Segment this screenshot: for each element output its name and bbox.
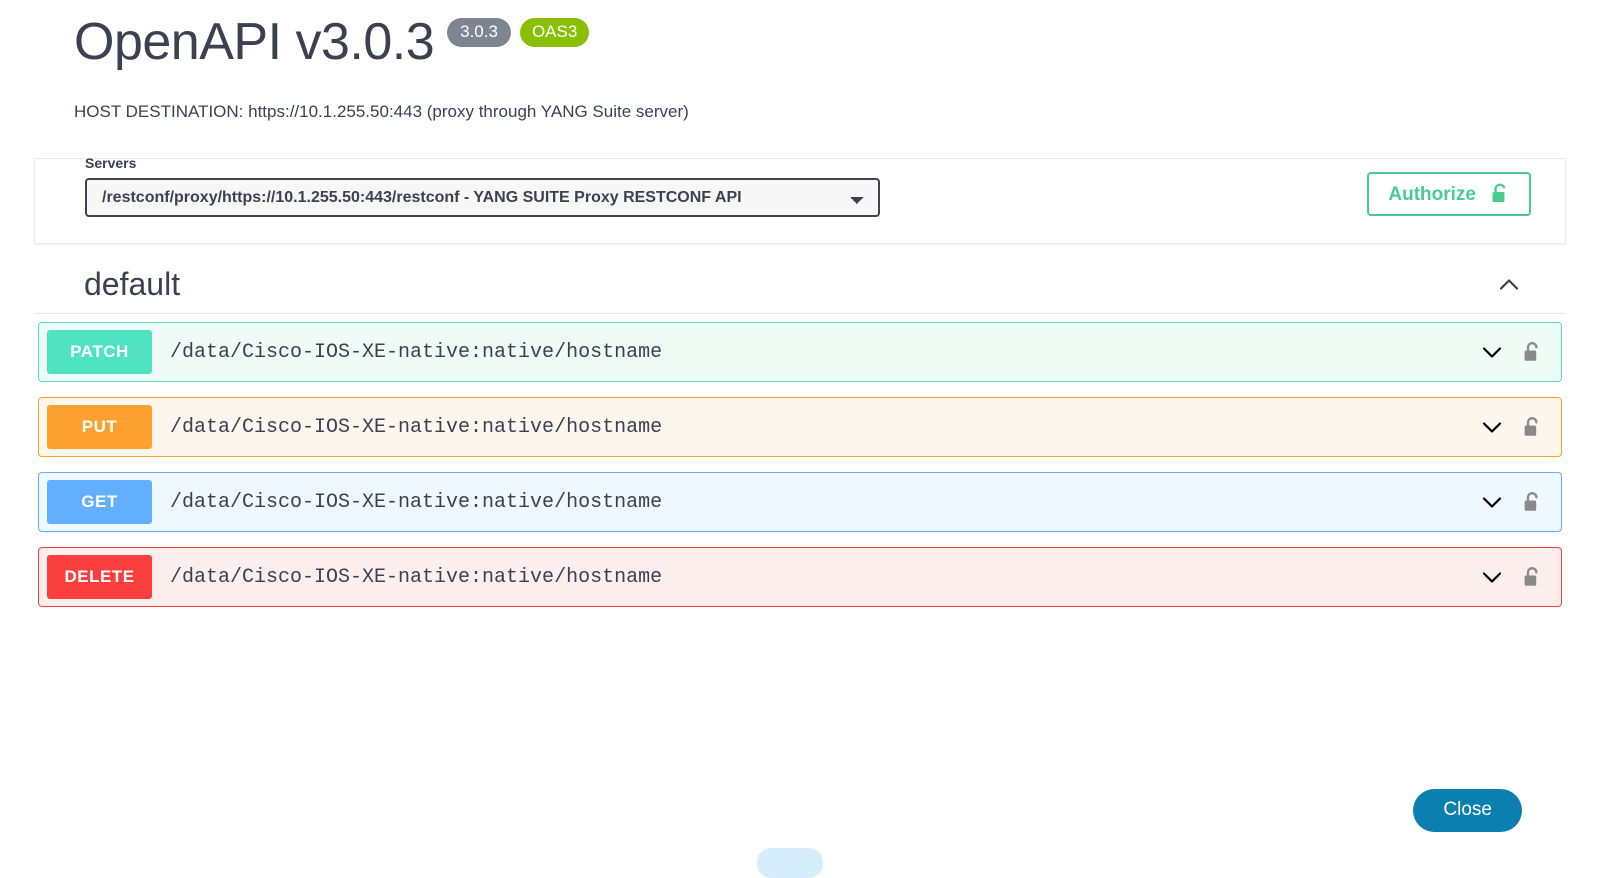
- operations-list: PATCH /data/Cisco-IOS-XE-native:native/h…: [0, 314, 1600, 608]
- operation-row-get[interactable]: GET /data/Cisco-IOS-XE-native:native/hos…: [38, 472, 1562, 533]
- tag-name: default: [84, 266, 181, 303]
- operation-path: /data/Cisco-IOS-XE-native:native/hostnam…: [170, 415, 663, 439]
- chevron-down-icon[interactable]: [1479, 414, 1505, 440]
- operation-controls: [1479, 414, 1551, 440]
- method-badge-get: GET: [47, 480, 152, 525]
- chevron-down-icon[interactable]: [1479, 564, 1505, 590]
- operation-row-delete[interactable]: DELETE /data/Cisco-IOS-XE-native:native/…: [38, 547, 1562, 608]
- unlock-icon: [1490, 183, 1510, 205]
- host-destination-text: HOST DESTINATION: https://10.1.255.50:44…: [74, 102, 689, 122]
- authorize-button[interactable]: Authorize: [1367, 172, 1531, 217]
- title-row: OpenAPI v3.0.3 3.0.3 OAS3: [74, 13, 1600, 71]
- operation-controls: [1479, 339, 1551, 365]
- chevron-down-icon[interactable]: [1479, 339, 1505, 365]
- tag-section-default: default: [34, 244, 1566, 315]
- method-badge-patch: PATCH: [47, 330, 152, 375]
- operation-controls: [1479, 564, 1551, 590]
- unlock-icon[interactable]: [1521, 489, 1543, 515]
- scheme-container: Servers /restconf/proxy/https://10.1.255…: [34, 155, 1566, 245]
- authorize-button-label: Authorize: [1388, 183, 1476, 205]
- tag-header-default[interactable]: default: [34, 256, 1566, 315]
- unlock-icon[interactable]: [1521, 564, 1543, 590]
- close-button[interactable]: Close: [1413, 789, 1522, 832]
- method-badge-put: PUT: [47, 405, 152, 450]
- chevron-down-icon[interactable]: [1479, 489, 1505, 515]
- partially-visible-pill[interactable]: [757, 848, 823, 878]
- operation-summary[interactable]: DELETE /data/Cisco-IOS-XE-native:native/…: [39, 555, 1561, 600]
- oas-badge: OAS3: [519, 18, 590, 48]
- api-header: OpenAPI v3.0.3 3.0.3 OAS3 HOST DESTINATI…: [0, 0, 1600, 122]
- authorize-wrap: Authorize: [1367, 172, 1531, 217]
- operation-path: /data/Cisco-IOS-XE-native:native/hostnam…: [170, 490, 663, 514]
- version-badge: 3.0.3: [447, 18, 511, 48]
- servers-block: Servers /restconf/proxy/https://10.1.255…: [59, 155, 880, 218]
- operation-row-patch[interactable]: PATCH /data/Cisco-IOS-XE-native:native/h…: [38, 322, 1562, 383]
- server-select[interactable]: /restconf/proxy/https://10.1.255.50:443/…: [85, 178, 880, 218]
- operation-controls: [1479, 489, 1551, 515]
- operation-path: /data/Cisco-IOS-XE-native:native/hostnam…: [170, 565, 663, 589]
- servers-label: Servers: [85, 155, 137, 172]
- operation-summary[interactable]: PATCH /data/Cisco-IOS-XE-native:native/h…: [39, 330, 1561, 375]
- chevron-up-icon[interactable]: [1496, 272, 1522, 298]
- operation-summary[interactable]: GET /data/Cisco-IOS-XE-native:native/hos…: [39, 480, 1561, 525]
- page-title: OpenAPI v3.0.3: [74, 13, 435, 71]
- method-badge-delete: DELETE: [47, 555, 152, 600]
- footer-bar: Close: [0, 789, 1600, 832]
- operation-path: /data/Cisco-IOS-XE-native:native/hostnam…: [170, 340, 663, 364]
- operation-row-put[interactable]: PUT /data/Cisco-IOS-XE-native:native/hos…: [38, 397, 1562, 458]
- operation-summary[interactable]: PUT /data/Cisco-IOS-XE-native:native/hos…: [39, 405, 1561, 450]
- unlock-icon[interactable]: [1521, 339, 1543, 365]
- unlock-icon[interactable]: [1521, 414, 1543, 440]
